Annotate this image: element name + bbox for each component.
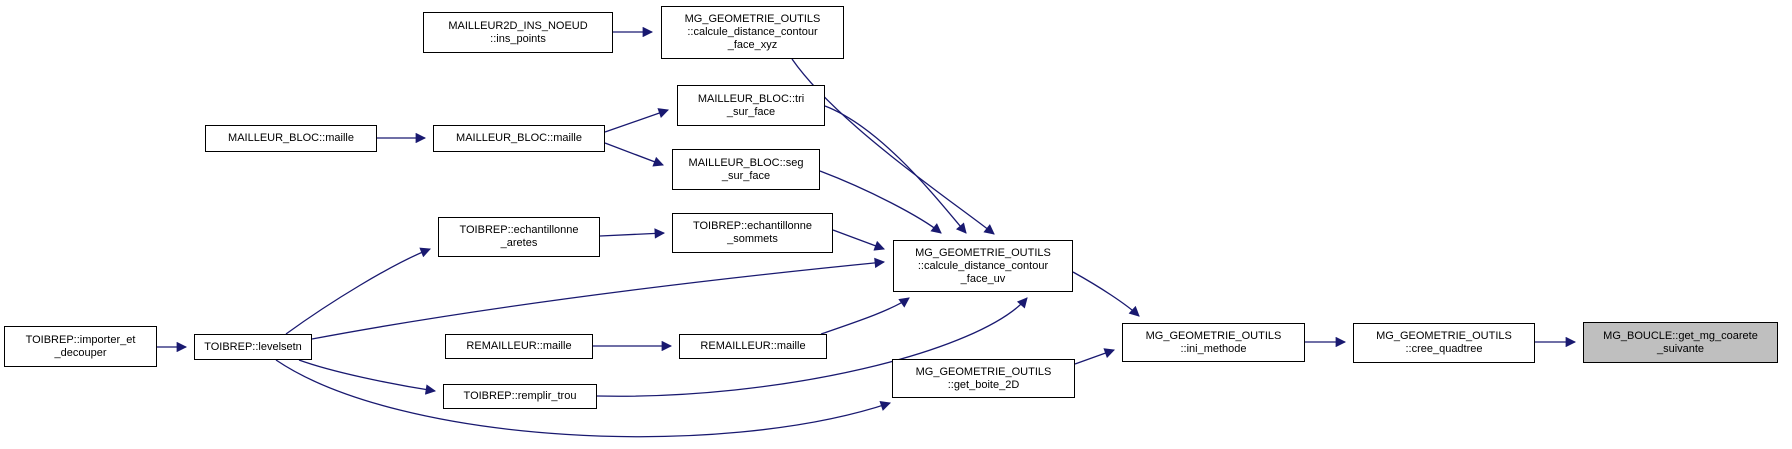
node-cree-quadtree[interactable]: MG_GEOMETRIE_OUTILS ::cree_quadtree bbox=[1353, 323, 1535, 363]
node-get-boite-2d[interactable]: MG_GEOMETRIE_OUTILS ::get_boite_2D bbox=[892, 359, 1075, 398]
edge-face_uv-ini_methode bbox=[1072, 271, 1140, 317]
node-tri-sur-face[interactable]: MAILLEUR_BLOC::tri _sur_face bbox=[677, 85, 825, 126]
edge-maille2-seg_sur_face bbox=[604, 142, 664, 167]
node-importer-et-decouper[interactable]: TOIBREP::importer_et _decouper bbox=[4, 326, 157, 367]
node-ini-methode[interactable]: MG_GEOMETRIE_OUTILS ::ini_methode bbox=[1122, 323, 1305, 362]
edge-face_xyz-face_uv bbox=[791, 58, 995, 235]
edge-get_boite_2d-ini_methode bbox=[1074, 348, 1115, 365]
edge-rem_maille2-face_uv bbox=[820, 297, 910, 335]
edge-levelsetn-get_boite_2d bbox=[275, 359, 891, 438]
node-remailleur-maille-1[interactable]: REMAILLEUR::maille bbox=[445, 334, 593, 359]
edge-levelsetn-aretes bbox=[285, 247, 431, 335]
node-remplir-trou[interactable]: TOIBREP::remplir_trou bbox=[443, 384, 597, 409]
edge-sommets-face_uv bbox=[832, 229, 885, 251]
node-levelsetn[interactable]: TOIBREP::levelsetn bbox=[194, 334, 312, 360]
node-mailleur-bloc-maille-2[interactable]: MAILLEUR_BLOC::maille bbox=[433, 125, 605, 152]
node-mailleur-bloc-maille-1[interactable]: MAILLEUR_BLOC::maille bbox=[205, 125, 377, 152]
edge-aretes-sommets bbox=[599, 228, 666, 239]
node-ins_points[interactable]: MAILLEUR2D_INS_NOEUD ::ins_points bbox=[423, 12, 613, 53]
edge-tri_sur_face-face_uv bbox=[824, 105, 967, 234]
node-seg-sur-face[interactable]: MAILLEUR_BLOC::seg _sur_face bbox=[672, 149, 820, 190]
node-face_xyz[interactable]: MG_GEOMETRIE_OUTILS ::calcule_distance_c… bbox=[661, 6, 844, 59]
node-face-uv[interactable]: MG_GEOMETRIE_OUTILS ::calcule_distance_c… bbox=[893, 240, 1073, 292]
node-get-mg-coarete-suivante: MG_BOUCLE::get_mg_coarete _suivante bbox=[1583, 322, 1778, 363]
edge-levelsetn-face_uv bbox=[311, 257, 886, 340]
edge-levelsetn-remplir_trou bbox=[298, 359, 437, 395]
node-echantillonne-aretes[interactable]: TOIBREP::echantillonne _aretes bbox=[438, 217, 600, 257]
edge-seg_sur_face-face_uv bbox=[819, 170, 942, 234]
node-echantillonne-sommets[interactable]: TOIBREP::echantillonne _sommets bbox=[672, 213, 833, 253]
edge-remplir_trou-face_uv bbox=[596, 297, 1028, 397]
node-remailleur-maille-2[interactable]: REMAILLEUR::maille bbox=[679, 334, 827, 359]
edge-maille2-tri_sur_face bbox=[604, 108, 669, 133]
